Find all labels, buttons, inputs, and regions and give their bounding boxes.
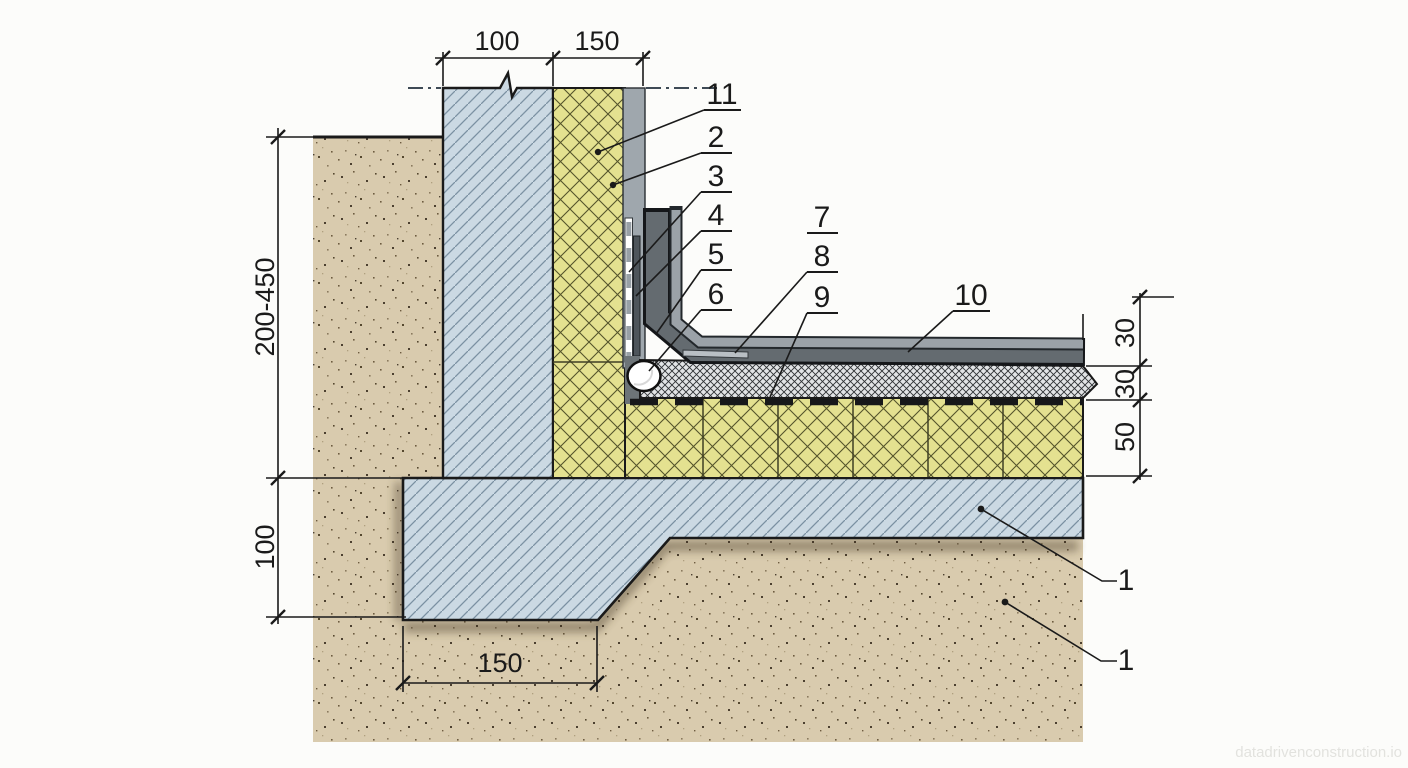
- sealing-rod-shading: [633, 369, 654, 386]
- callout-11: 11: [706, 78, 737, 111]
- dim-wall-height: 200-450: [250, 257, 280, 356]
- callout-5: 5: [708, 238, 725, 271]
- soil-ground: [313, 137, 1083, 742]
- callout-9: 9: [814, 281, 831, 314]
- screed-dark-layer: [646, 212, 1084, 363]
- dim-footing-width: 150: [477, 648, 522, 678]
- callout-8: 8: [814, 240, 831, 273]
- dim-wall-width: 100: [474, 26, 519, 56]
- callout-leaders: [594, 109, 1117, 662]
- dim-screed-thickness: 30: [1110, 318, 1140, 348]
- screed-light-layer: [671, 210, 1084, 349]
- edge-separation-strip: [682, 349, 749, 359]
- callout-4: 4: [708, 199, 725, 232]
- callout-1-soil: 1: [1118, 644, 1135, 677]
- dim-insulation-width: 150: [574, 26, 619, 56]
- watermark: datadrivenconstruction.io: [1235, 744, 1402, 761]
- callout-10: 10: [954, 279, 987, 312]
- concrete-wall: [441, 69, 555, 480]
- cast-shadow: [395, 482, 1078, 632]
- floor-insulation-joints: [702, 398, 1004, 477]
- dim-floor-insulation-thickness: 50: [1110, 422, 1140, 452]
- callout-3: 3: [708, 160, 725, 193]
- screed-membrane-band: [643, 206, 1086, 366]
- dim-footing-height: 100: [250, 524, 280, 569]
- dim-leveling-thickness: 30: [1110, 369, 1140, 399]
- floor-insulation: [624, 396, 1084, 479]
- dimension-lines: [266, 50, 1174, 692]
- protection-strip: [624, 217, 633, 363]
- callout-7: 7: [814, 201, 831, 234]
- callout-2: 2: [708, 121, 725, 154]
- callout-labels: 11 2 3 4 5 6 7 8 9 10 1 1: [701, 78, 1134, 677]
- sealing-rod: [626, 359, 662, 393]
- callout-1-slab: 1: [1118, 564, 1135, 597]
- wall-insulation: [552, 87, 626, 479]
- callout-6: 6: [708, 278, 725, 311]
